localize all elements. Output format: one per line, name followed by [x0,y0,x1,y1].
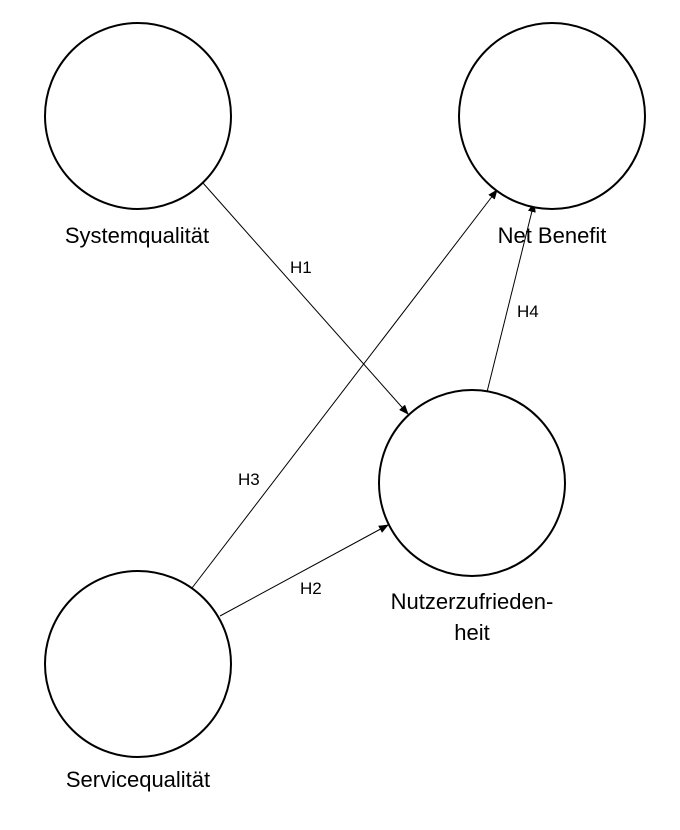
node-systemqualitaet: Systemqualität [44,22,232,248]
node-nutzerzufriedenheit: Nutzerzufrieden- heit [378,389,566,645]
node-servicequalitaet: Servicequalität [44,570,232,792]
node-label-net-benefit: Net Benefit [498,223,607,248]
node-circle-systemqualitaet [44,22,232,210]
edges [191,182,536,617]
edge-h4 [486,202,536,393]
node-label-nutzerzufriedenheit-line1: Nutzerzufrieden- [391,589,554,614]
edge-labels: H1 H2 H3 H4 [238,258,539,598]
edge-label-h3: H3 [238,470,260,489]
edge-h1 [202,182,409,415]
node-circle-servicequalitaet [44,570,232,758]
edge-label-h1: H1 [290,258,312,277]
edge-label-h4: H4 [517,302,539,321]
edge-label-h2: H2 [300,579,322,598]
edge-h3 [191,189,498,589]
node-label-nutzerzufriedenheit-line2: heit [454,620,489,645]
node-net-benefit: Net Benefit [458,22,646,248]
node-circle-nutzerzufriedenheit [378,389,566,577]
edge-h2 [219,524,389,617]
node-circle-net-benefit [458,22,646,210]
node-label-systemqualitaet: Systemqualität [65,223,209,248]
node-label-servicequalitaet: Servicequalität [66,767,210,792]
